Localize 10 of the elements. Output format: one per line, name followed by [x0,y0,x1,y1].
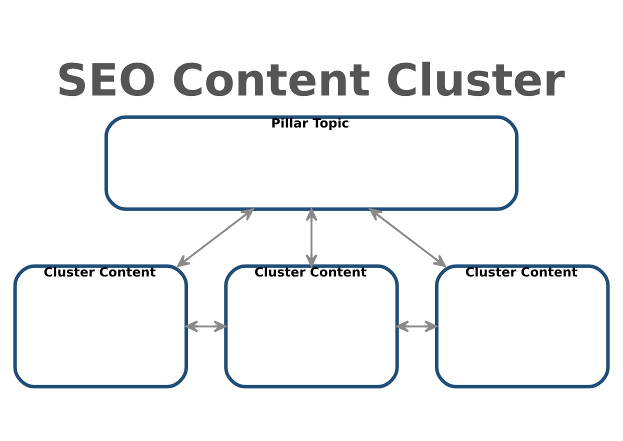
node-box: Cluster Content [435,264,610,388]
arrow [185,320,226,332]
arrow [177,208,254,267]
node-box: Cluster Content [13,264,188,388]
arrow [369,208,446,267]
arrow [306,208,318,267]
arrow [396,320,438,332]
node-box: Cluster Content [224,264,399,388]
node-box: Pillar Topic [104,114,519,210]
diagram-title: SEO Content Cluster [56,55,565,106]
